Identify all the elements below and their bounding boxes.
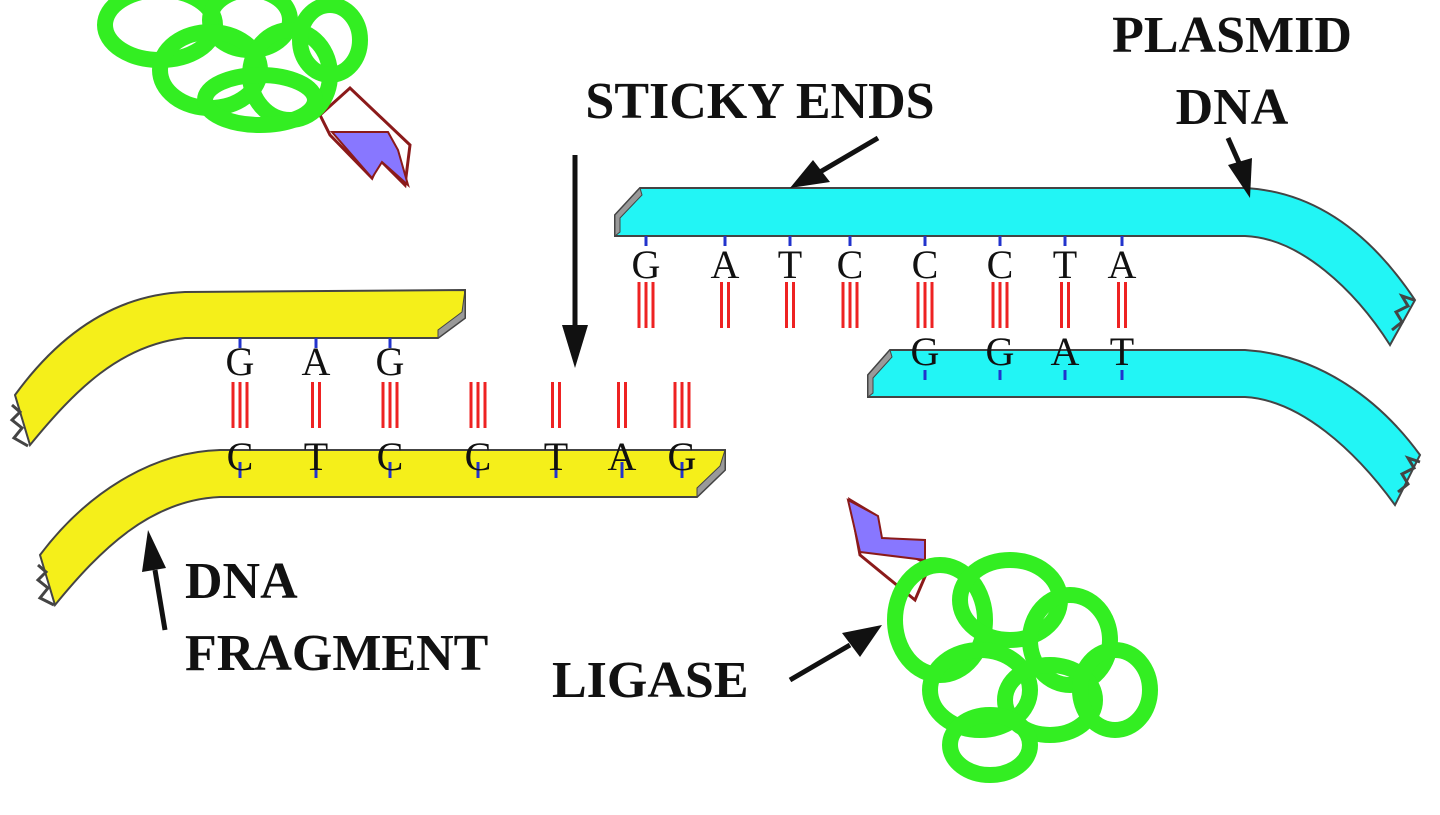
arrow-sticky-ends-plasmid: [790, 135, 880, 188]
fragment-label-line1: DNA: [185, 553, 298, 610]
plasmid-top-base-letter: C: [912, 242, 939, 287]
fragment-bottom-base-letter: T: [544, 434, 568, 479]
fragment-bottom-base-letter: A: [608, 434, 637, 479]
plasmid-top-base-letter: C: [987, 242, 1014, 287]
plasmid-top-base-letter: A: [1108, 242, 1137, 287]
ligase-enzyme-top: [97, 0, 412, 189]
arrow-plasmid-dna: [1225, 136, 1252, 198]
plasmid-bottom-base-letter: A: [1051, 329, 1080, 374]
plasmid-bottom-strand: [867, 349, 1422, 507]
plasmid-top-base-letter: T: [1053, 242, 1077, 287]
sticky-ends-label: STICKY ENDS: [585, 73, 934, 130]
plasmid-label-line2: DNA: [1176, 79, 1289, 136]
plasmid-top-base-letter: G: [632, 242, 661, 287]
plasmid-top-base-letter: A: [711, 242, 740, 287]
plasmid-bottom-base-letter: G: [986, 329, 1015, 374]
fragment-bottom-base-letter: T: [304, 434, 328, 479]
plasmid-label-line1: PLASMID: [1112, 7, 1352, 64]
fragment-bottom-base-letter: C: [227, 434, 254, 479]
plasmid-top-strand: [614, 187, 1417, 347]
plasmid-bottom-base-letter: T: [1110, 329, 1134, 374]
arrow-dna-fragment: [142, 530, 168, 631]
fragment-top-base-letter: A: [302, 339, 331, 384]
fragment-top-base-letter: G: [226, 339, 255, 384]
fragment-top-strand: [13, 288, 466, 448]
fragment-bottom-strand: [38, 449, 726, 608]
fragment-bottom-base-letter: C: [465, 434, 492, 479]
ligase-enzyme-bottom: [846, 497, 1158, 783]
ligase-label: LIGASE: [552, 652, 749, 709]
arrow-ligase: [788, 625, 882, 683]
plasmid-bottom-base-letter: G: [911, 329, 940, 374]
fragment-top-base-letter: G: [376, 339, 405, 384]
fragment-label-line2: FRAGMENT: [185, 625, 488, 682]
fragment-bottom-base-letter: G: [668, 434, 697, 479]
plasmid-top-base-letter: C: [837, 242, 864, 287]
fragment-bottom-base-letter: C: [377, 434, 404, 479]
plasmid-top-base-letter: T: [778, 242, 802, 287]
arrow-sticky-ends: [562, 155, 588, 368]
